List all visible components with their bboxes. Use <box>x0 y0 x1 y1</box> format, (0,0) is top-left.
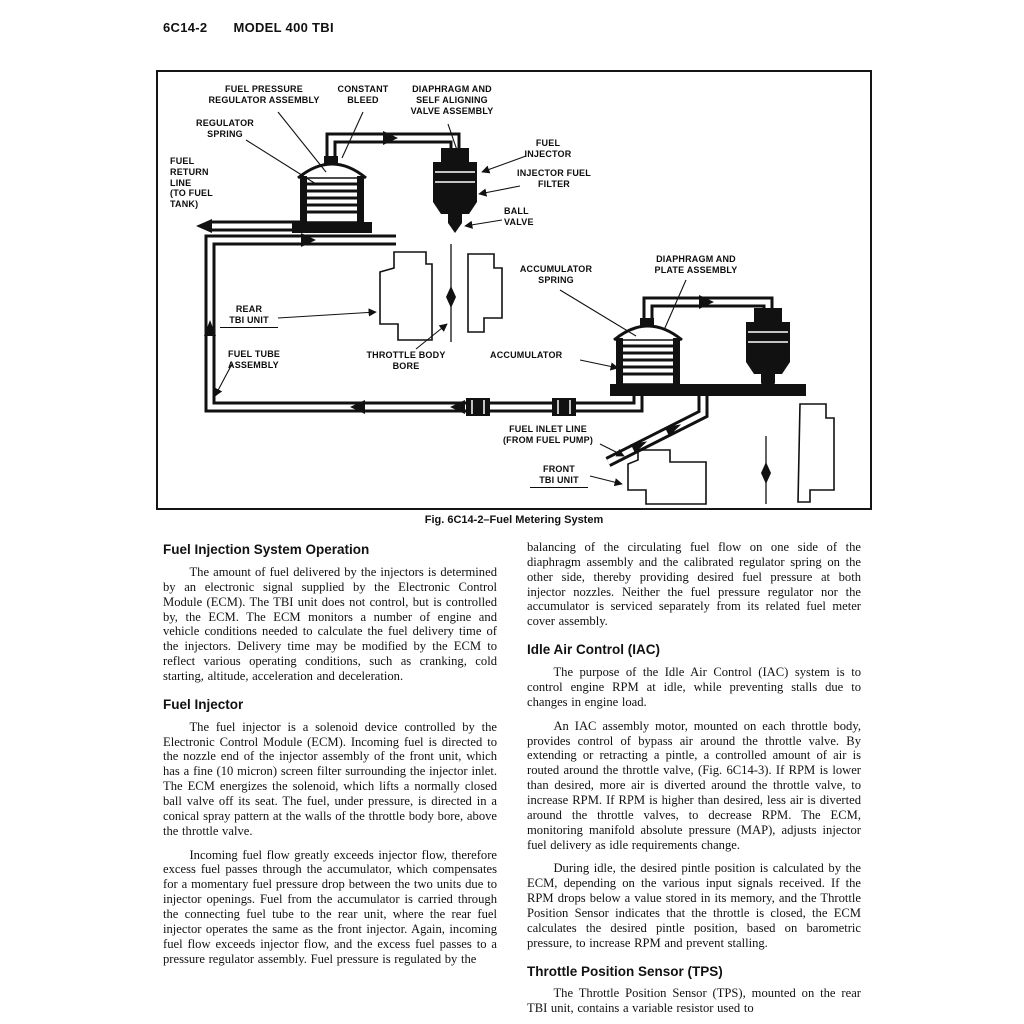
fuel-metering-diagram <box>196 111 835 505</box>
leader-lines <box>214 111 687 487</box>
label-fuel-pressure-regulator-assembly: FUEL PRESSURE REGULATOR ASSEMBLY <box>208 84 320 105</box>
front-throttle-body <box>627 403 835 505</box>
paragraph: The Throttle Position Sensor (TPS), moun… <box>527 986 861 1016</box>
label-fuel-tube-assembly: FUEL TUBE ASSEMBLY <box>228 349 281 370</box>
label-fuel-inlet-line: FUEL INLET LINE (FROM FUEL PUMP) <box>502 424 594 445</box>
flow-arrow-front-loop <box>699 295 714 309</box>
heading-fuel-injector: Fuel Injector <box>163 696 244 712</box>
label-diaphragm-plate-assembly: DIAPHRAGM AND PLATE ASSEMBLY <box>654 254 738 275</box>
paragraph: Incoming fuel flow greatly exceeds injec… <box>163 847 497 966</box>
flow-arrow-inlet <box>664 424 682 437</box>
fuel-lines <box>196 131 774 467</box>
label-regulator-spring: REGULATOR SPRING <box>196 118 254 139</box>
fuel-pressure-regulator-assembly <box>292 156 372 233</box>
bore-centerline-diamond <box>446 286 456 308</box>
rear-fuel-injector <box>433 148 477 233</box>
fuel-meter-body-bar <box>610 384 806 396</box>
label-diaphragm-self-aligning-valve-assembly: DIAPHRAGM AND SELF ALIGNING VALVE ASSEMB… <box>410 84 494 116</box>
figure-caption: Fig. 6C14-2–Fuel Metering System <box>424 514 604 526</box>
label-front-tbi-unit: FRONT TBI UNIT <box>530 464 588 488</box>
heading-idle-air-control: Idle Air Control (IAC) <box>527 642 660 658</box>
flow-arrow-inlet <box>630 441 648 454</box>
paragraph: The purpose of the Idle Air Control (IAC… <box>527 665 861 709</box>
paragraph: The fuel injector is a solenoid device c… <box>163 719 497 838</box>
figure-box: FUEL PRESSURE REGULATOR ASSEMBLY CONSTAN… <box>156 70 872 510</box>
label-throttle-body-bore: THROTTLE BODY BORE <box>366 350 446 371</box>
fuel-tube-coupling <box>466 398 490 416</box>
label-fuel-injector: FUEL INJECTOR <box>524 138 572 159</box>
paragraph: The amount of fuel delivered by the inje… <box>163 564 497 683</box>
right-column: balancing of the circulating fuel flow o… <box>527 540 861 1024</box>
label-accumulator: ACCUMULATOR <box>490 350 563 360</box>
page-header: 6C14-2 MODEL 400 TBI <box>163 20 334 35</box>
page-title: MODEL 400 TBI <box>233 20 334 35</box>
bore-centerline-diamond <box>761 462 771 484</box>
flow-arrow-fuel-tube <box>450 400 465 414</box>
fuel-tube-coupling <box>552 398 576 416</box>
flow-arrow-return <box>196 219 212 233</box>
accumulator-assembly <box>610 318 806 396</box>
label-ball-valve: BALL VALVE <box>504 206 534 227</box>
heading-throttle-position-sensor: Throttle Position Sensor (TPS) <box>527 963 723 979</box>
rear-throttle-body <box>379 244 503 342</box>
paragraph: During idle, the desired pintle position… <box>527 861 861 950</box>
page-code: 6C14-2 <box>163 20 208 35</box>
label-rear-tbi-unit: REAR TBI UNIT <box>220 304 278 328</box>
label-accumulator-spring: ACCUMULATOR SPRING <box>519 264 593 285</box>
heading-fuel-injection-system-operation: Fuel Injection System Operation <box>163 542 370 557</box>
flow-arrow-up <box>204 320 216 336</box>
left-column: Fuel Injection System Operation The amou… <box>163 540 497 975</box>
flow-arrow-right <box>301 233 316 247</box>
flow-arrow-top-loop <box>383 131 398 145</box>
label-fuel-return-line: FUEL RETURN LINE (TO FUEL TANK) <box>170 156 213 210</box>
front-fuel-injector <box>746 308 790 393</box>
label-constant-bleed: CONSTANT BLEED <box>337 84 389 105</box>
flow-arrow-fuel-tube <box>350 400 365 414</box>
ball-valve-tip <box>448 223 462 233</box>
paragraph: balancing of the circulating fuel flow o… <box>527 540 861 629</box>
label-injector-fuel-filter: INJECTOR FUEL FILTER <box>517 168 591 189</box>
paragraph: An IAC assembly motor, mounted on each t… <box>527 718 861 852</box>
